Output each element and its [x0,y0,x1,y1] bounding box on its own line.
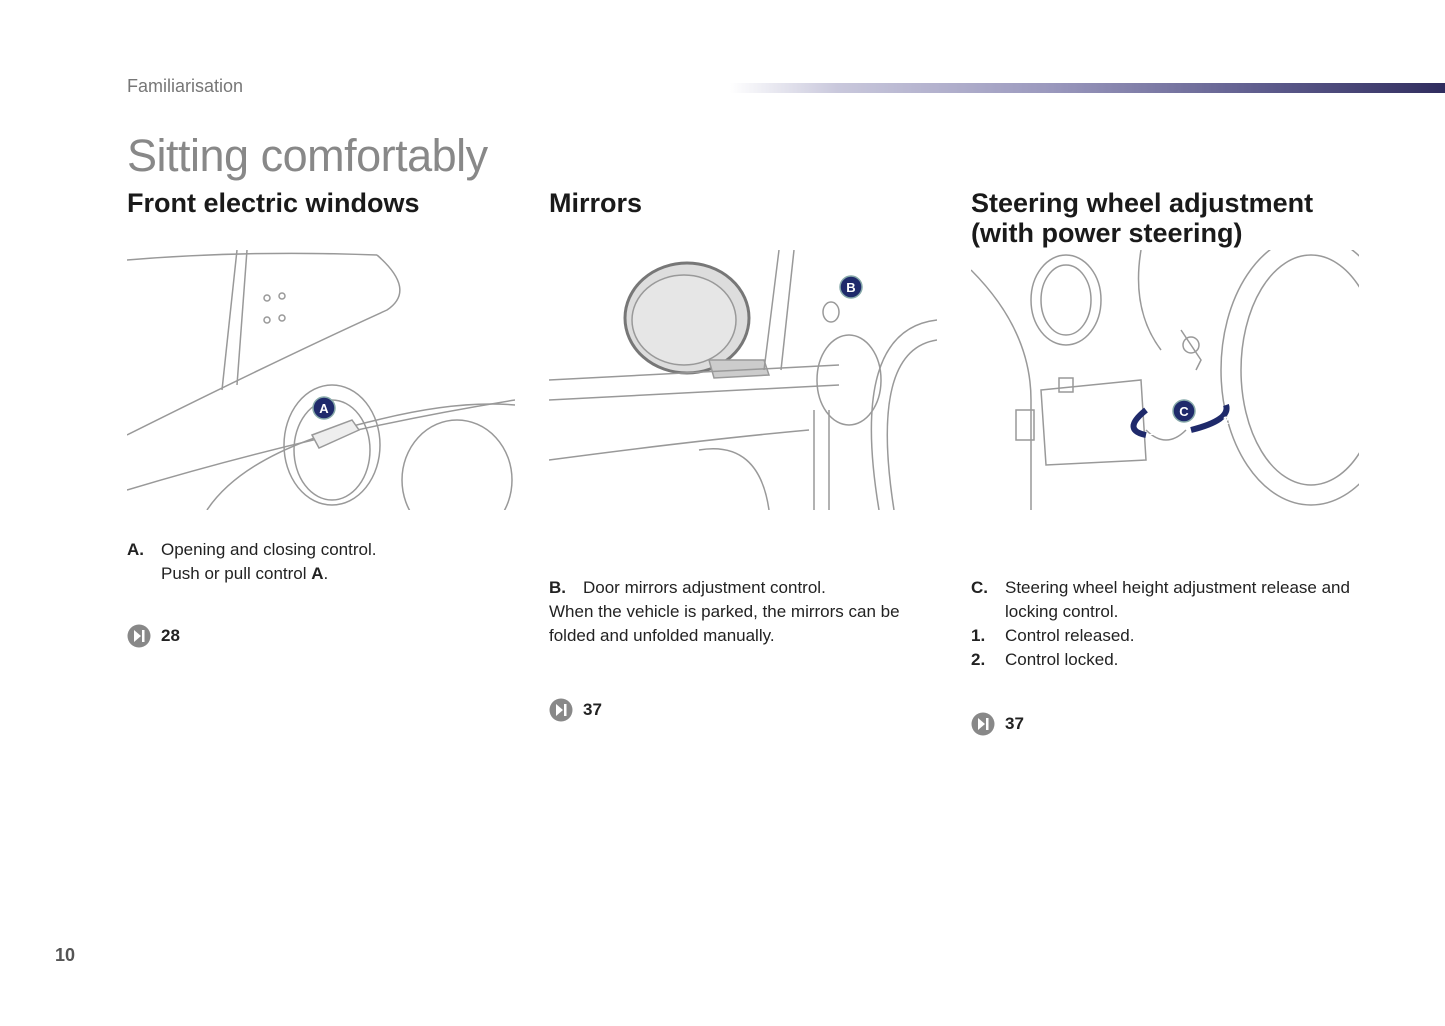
page-reference-icon [971,712,995,736]
mirror-note: When the vehicle is parked, the mirrors … [549,602,900,645]
section-label: Familiarisation [127,76,244,96]
page-reference[interactable]: 37 [549,698,939,722]
callout-b: B [846,280,855,295]
callout-c: C [1179,404,1189,419]
page-number: 10 [55,945,76,965]
steering-illustration: 1 2 C [971,250,1359,510]
callout-a: A [319,401,329,416]
page-reference[interactable]: 37 [971,712,1361,736]
page-title: Sitting comfortably [127,130,488,181]
column-mirrors: Mirrors B B. Door mirrors adjustment con… [549,188,939,722]
page-reference[interactable]: 28 [127,624,517,648]
header-bar [730,83,1445,93]
list-item: B. Door mirrors adjustment control. [549,578,826,597]
arrow-label-2: 2 [1223,415,1229,427]
list-item: C. Steering wheel height adjustment rele… [971,578,1350,621]
heading-steering: Steering wheel adjustment (with power st… [971,188,1314,248]
arrow-label-1: 1 [1149,426,1155,438]
column-front-windows: Front electric windows A A. Opening and … [127,188,517,648]
list-item: 2. Control locked. [971,650,1119,669]
mirror-illustration: B [549,250,937,510]
window-control-illustration: A [127,250,515,510]
page-reference-icon [549,698,573,722]
list-item: 1. Control released. [971,626,1135,645]
page-reference-icon [127,624,151,648]
list-item: A. Opening and closing control. [127,540,377,559]
column-steering: Steering wheel adjustment (with power st… [971,188,1361,736]
heading-mirrors: Mirrors [549,188,643,218]
heading-front-windows: Front electric windows [127,188,420,218]
continuation-text: Push or pull control A. [161,564,329,583]
